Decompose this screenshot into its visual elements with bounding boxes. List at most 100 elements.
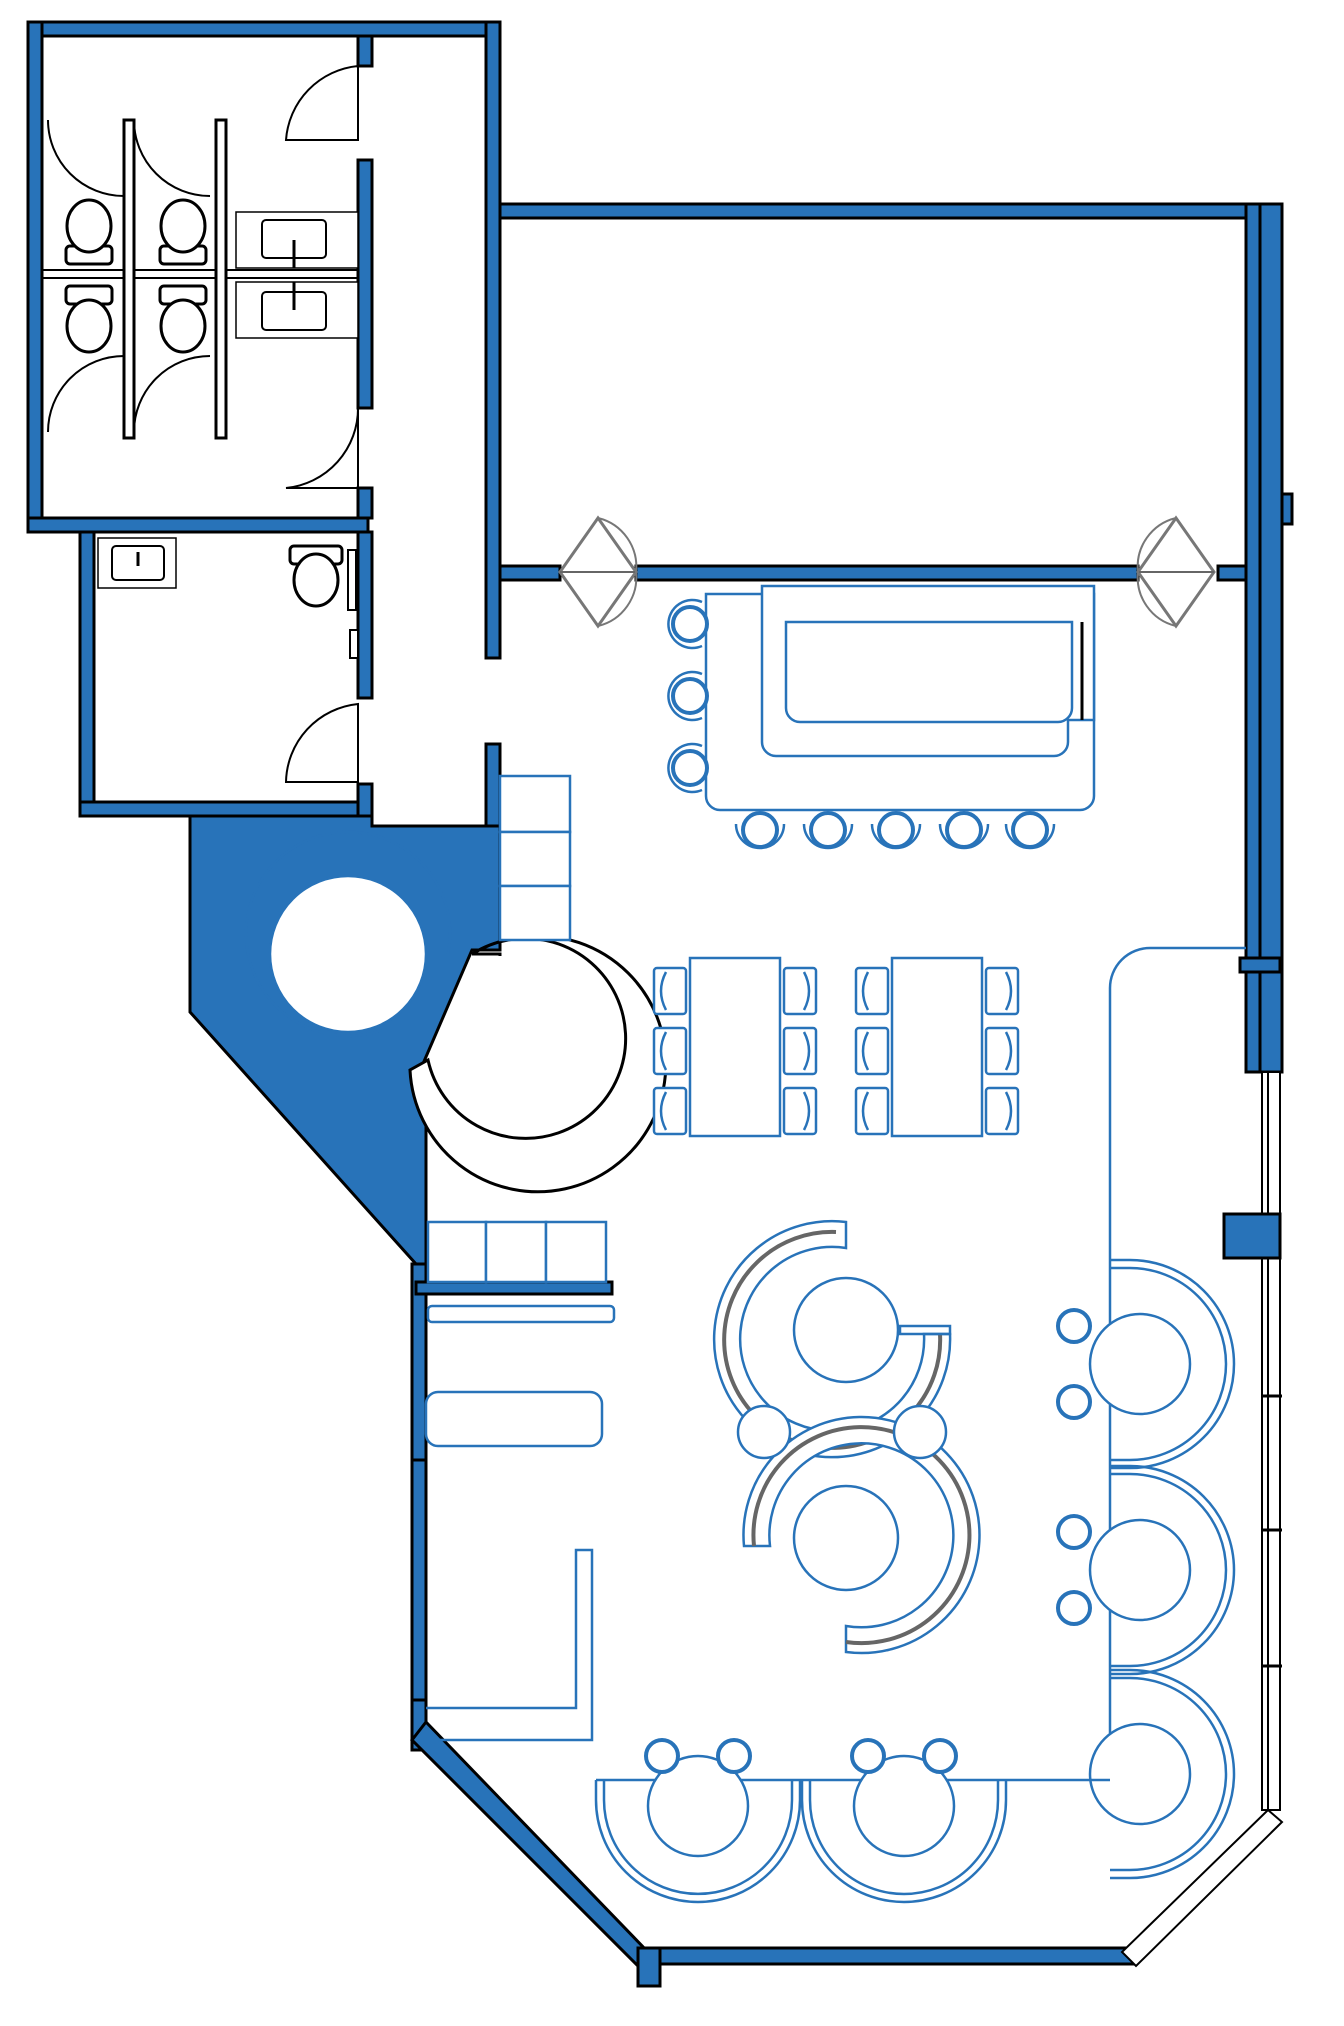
sink xyxy=(97,537,177,589)
toilet xyxy=(288,544,344,608)
double-door-left xyxy=(558,515,638,629)
bar-stool xyxy=(802,811,854,850)
dining-chair xyxy=(782,966,818,1016)
bar-stool xyxy=(734,811,786,850)
dining-chair xyxy=(984,966,1020,1016)
side-stool xyxy=(1056,1384,1092,1420)
host-stand xyxy=(426,1548,594,1742)
booth xyxy=(1056,1464,1236,1676)
accessible-wall-bottom xyxy=(78,800,374,818)
restroom-wall-bottom xyxy=(26,516,370,534)
restroom-wall-partition-2 xyxy=(356,158,374,410)
west-wall-low xyxy=(410,1458,428,1712)
round-table xyxy=(646,1754,750,1858)
booth-lower xyxy=(742,1415,981,1655)
restroom-door-1 xyxy=(284,64,359,141)
dining-chair xyxy=(652,1086,688,1136)
service-counter xyxy=(426,1304,616,1324)
side-stool xyxy=(892,1404,948,1460)
restroom-wall-top xyxy=(26,20,502,38)
dining-table xyxy=(652,956,818,1138)
side-stool xyxy=(850,1738,886,1774)
rear-room-wall-top xyxy=(498,202,1284,220)
grab-bar xyxy=(349,629,359,659)
shelving-unit xyxy=(498,774,572,942)
bar-stool xyxy=(938,811,990,850)
service-counter xyxy=(424,1390,604,1448)
dining-tables xyxy=(652,956,1020,1138)
ledge xyxy=(414,1280,614,1296)
center-booths xyxy=(712,1219,981,1655)
round-table xyxy=(852,1754,956,1858)
restroom-door-2 xyxy=(285,407,360,489)
dining-chair xyxy=(984,1026,1020,1076)
stall-door-2 xyxy=(133,119,211,197)
bar-stools-bottom xyxy=(734,811,1056,850)
bar-stool xyxy=(667,670,709,722)
round-table xyxy=(792,1484,900,1592)
stall-wall-1 xyxy=(122,118,136,440)
accessible-door xyxy=(284,702,359,783)
bar-stool xyxy=(1004,811,1056,850)
round-table xyxy=(1088,1312,1192,1416)
grab-bar xyxy=(347,549,357,611)
booth xyxy=(1088,1668,1236,1880)
double-door-right xyxy=(1136,515,1216,629)
dining-chair xyxy=(984,1086,1020,1136)
column xyxy=(1222,1212,1282,1260)
south-wall xyxy=(636,1946,1138,1966)
toilet xyxy=(158,198,208,266)
toilet xyxy=(64,284,114,354)
dining-chair xyxy=(782,1026,818,1076)
round-table xyxy=(268,874,428,1034)
window-diagonal xyxy=(1120,1808,1284,1968)
sink xyxy=(261,282,327,331)
dining-chair xyxy=(782,1086,818,1136)
toilet xyxy=(64,198,114,266)
round-table xyxy=(1088,1518,1192,1622)
sink xyxy=(261,219,327,268)
round-table xyxy=(792,1276,900,1384)
round-booth-west xyxy=(244,830,668,1194)
booth xyxy=(800,1738,1008,1904)
dining-chair xyxy=(652,1026,688,1076)
bar-stool xyxy=(870,811,922,850)
accessible-wall-left xyxy=(78,530,96,818)
restroom-wall-partition xyxy=(356,34,374,68)
dining-chair xyxy=(652,966,688,1016)
bar-well xyxy=(784,620,1074,724)
bar-stools-left xyxy=(667,598,709,794)
side-stool xyxy=(644,1738,680,1774)
booth xyxy=(594,1738,802,1904)
round-table xyxy=(1088,1722,1192,1826)
southwest-wall xyxy=(410,1719,650,1969)
side-stool xyxy=(922,1738,958,1774)
booth xyxy=(1056,1258,1236,1470)
restroom-wall-partition-3 xyxy=(356,486,374,520)
bar-stool xyxy=(667,598,709,650)
dining-table xyxy=(854,956,1020,1138)
window xyxy=(1261,1071,1281,1811)
side-stool xyxy=(716,1738,752,1774)
bar-counter xyxy=(704,584,1096,812)
side-stool xyxy=(1056,1514,1092,1550)
east-wall-notch-2 xyxy=(1238,956,1282,974)
accessible-wall-right-2 xyxy=(356,782,374,818)
east-wall-inner xyxy=(1244,202,1262,1074)
south-wall-post xyxy=(636,1946,662,1988)
rear-room xyxy=(498,202,1294,1074)
east-wall-notch xyxy=(1280,492,1294,526)
side-stool xyxy=(736,1404,792,1460)
east-windows xyxy=(1120,1071,1284,1968)
accessible-wall-right xyxy=(356,530,374,700)
side-stool xyxy=(1056,1308,1092,1344)
south-booths xyxy=(594,1738,1110,1904)
rear-room-wall-bottom xyxy=(498,564,562,582)
restroom-wall-left xyxy=(26,20,44,534)
shelving-unit xyxy=(426,1220,608,1284)
dining-chair xyxy=(854,1086,890,1136)
east-booths xyxy=(1056,1258,1236,1880)
stall-wall-2 xyxy=(214,118,228,440)
stall-door-4 xyxy=(133,355,211,433)
